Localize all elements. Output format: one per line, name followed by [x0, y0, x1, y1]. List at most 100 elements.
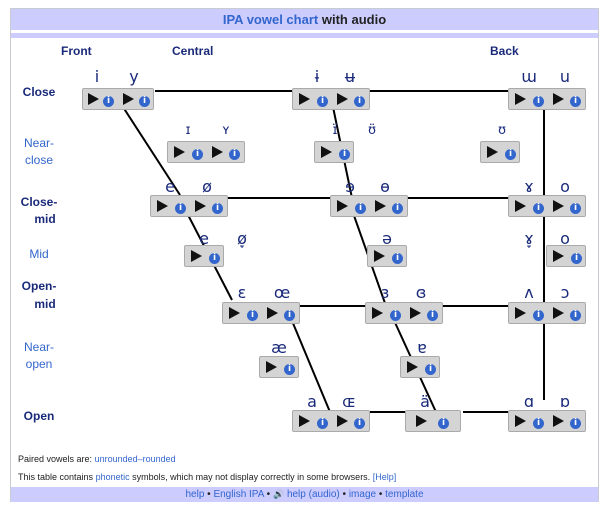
nav-image-link[interactable]: image: [348, 489, 377, 500]
info-icon[interactable]: i: [392, 203, 403, 214]
play-icon[interactable]: [553, 93, 564, 105]
audio-button-near-close-central[interactable]: i: [314, 141, 354, 163]
play-icon[interactable]: [337, 93, 348, 105]
play-icon[interactable]: [174, 146, 185, 158]
play-icon[interactable]: [553, 200, 564, 212]
play-icon[interactable]: [191, 250, 202, 262]
info-icon[interactable]: i: [390, 310, 401, 321]
audio-button-near-open-central[interactable]: i: [400, 356, 440, 378]
play-icon[interactable]: [88, 93, 99, 105]
play-icon[interactable]: [123, 93, 134, 105]
vowel-u: u: [559, 67, 571, 86]
play-icon[interactable]: [407, 361, 418, 373]
vowel-o: o: [560, 177, 570, 196]
info-icon[interactable]: i: [317, 96, 328, 107]
audio-button-open-mid-back[interactable]: i i: [508, 302, 586, 324]
play-icon[interactable]: [553, 250, 564, 262]
info-icon[interactable]: i: [392, 253, 403, 264]
play-icon[interactable]: [195, 200, 206, 212]
audio-button-central-close[interactable]: i i: [292, 88, 370, 110]
info-icon[interactable]: i: [427, 310, 438, 321]
info-icon[interactable]: i: [247, 310, 258, 321]
info-icon[interactable]: i: [570, 203, 581, 214]
play-icon[interactable]: [267, 307, 278, 319]
audio-button-open-mid-front[interactable]: i i: [222, 302, 300, 324]
play-icon[interactable]: [372, 307, 383, 319]
audio-button-mid-front[interactable]: i: [184, 245, 224, 267]
play-icon[interactable]: [321, 146, 332, 158]
nav-template-link[interactable]: template: [385, 489, 424, 500]
title-divider: [11, 33, 598, 38]
info-icon[interactable]: i: [570, 418, 581, 429]
play-icon[interactable]: [212, 146, 223, 158]
info-icon[interactable]: i: [284, 364, 295, 375]
help-link[interactable]: [Help]: [372, 472, 397, 482]
info-icon[interactable]: i: [425, 364, 436, 375]
info-icon[interactable]: i: [570, 96, 581, 107]
audio-button-near-close-front[interactable]: i i: [167, 141, 245, 163]
audio-button-close-mid-back[interactable]: i i: [508, 195, 586, 217]
row-near-close-1: Near-: [23, 136, 54, 150]
play-icon[interactable]: [416, 415, 427, 427]
nav-english-ipa-link[interactable]: English IPA: [213, 489, 264, 500]
play-icon[interactable]: [374, 250, 385, 262]
audio-button-close-mid-front[interactable]: i i: [150, 195, 228, 217]
play-icon[interactable]: [515, 200, 526, 212]
info-icon[interactable]: i: [354, 96, 365, 107]
audio-button-open-back[interactable]: i i: [508, 410, 586, 432]
info-icon[interactable]: i: [339, 149, 350, 160]
audio-button-i-y[interactable]: i i: [82, 88, 154, 110]
play-icon[interactable]: [229, 307, 240, 319]
info-icon[interactable]: i: [533, 310, 544, 321]
play-icon[interactable]: [299, 93, 310, 105]
info-icon[interactable]: i: [175, 203, 186, 214]
info-icon[interactable]: i: [571, 253, 582, 264]
play-icon[interactable]: [553, 415, 564, 427]
info-icon[interactable]: i: [570, 310, 581, 321]
play-icon[interactable]: [487, 146, 498, 158]
info-icon[interactable]: i: [355, 203, 366, 214]
info-icon[interactable]: i: [317, 418, 328, 429]
title-link[interactable]: IPA vowel chart: [222, 12, 319, 27]
nav-help-link[interactable]: help: [185, 489, 205, 500]
audio-button-near-close-back[interactable]: i: [480, 141, 520, 163]
audio-button-open-front[interactable]: i i: [292, 410, 370, 432]
audio-button-mid-back[interactable]: i: [546, 245, 586, 267]
play-icon[interactable]: [266, 361, 277, 373]
info-icon[interactable]: i: [229, 149, 240, 160]
info-icon[interactable]: i: [505, 149, 516, 160]
audio-button-back-close[interactable]: i i: [508, 88, 586, 110]
info-icon[interactable]: i: [354, 418, 365, 429]
column-front: Front: [61, 44, 92, 58]
play-icon[interactable]: [553, 307, 564, 319]
audio-button-near-open-front[interactable]: i: [259, 356, 299, 378]
info-icon[interactable]: i: [209, 253, 220, 264]
play-icon[interactable]: [515, 415, 526, 427]
info-icon[interactable]: i: [192, 149, 203, 160]
info-icon[interactable]: i: [533, 203, 544, 214]
audio-button-open-mid-central[interactable]: i i: [365, 302, 443, 324]
play-icon[interactable]: [410, 307, 421, 319]
info-icon[interactable]: i: [284, 310, 295, 321]
info-icon[interactable]: i: [103, 96, 114, 107]
vowel-u-bar-lower: ʊ̈: [367, 123, 377, 138]
phonetic-link[interactable]: phonetic: [95, 472, 130, 482]
info-icon[interactable]: i: [139, 96, 150, 107]
play-icon[interactable]: [515, 93, 526, 105]
play-icon[interactable]: [337, 200, 348, 212]
column-back: Back: [490, 44, 519, 58]
info-icon[interactable]: i: [533, 418, 544, 429]
audio-button-mid-central[interactable]: i: [367, 245, 407, 267]
play-icon[interactable]: [157, 200, 168, 212]
play-icon[interactable]: [375, 200, 386, 212]
paired-link[interactable]: unrounded–rounded: [94, 454, 176, 464]
info-icon[interactable]: i: [212, 203, 223, 214]
play-icon[interactable]: [337, 415, 348, 427]
play-icon[interactable]: [299, 415, 310, 427]
info-icon[interactable]: i: [438, 418, 449, 429]
audio-button-close-mid-central[interactable]: i i: [330, 195, 408, 217]
audio-button-open-central[interactable]: i: [405, 410, 461, 432]
info-icon[interactable]: i: [533, 96, 544, 107]
nav-help-audio-link[interactable]: help (audio): [286, 489, 340, 500]
play-icon[interactable]: [515, 307, 526, 319]
